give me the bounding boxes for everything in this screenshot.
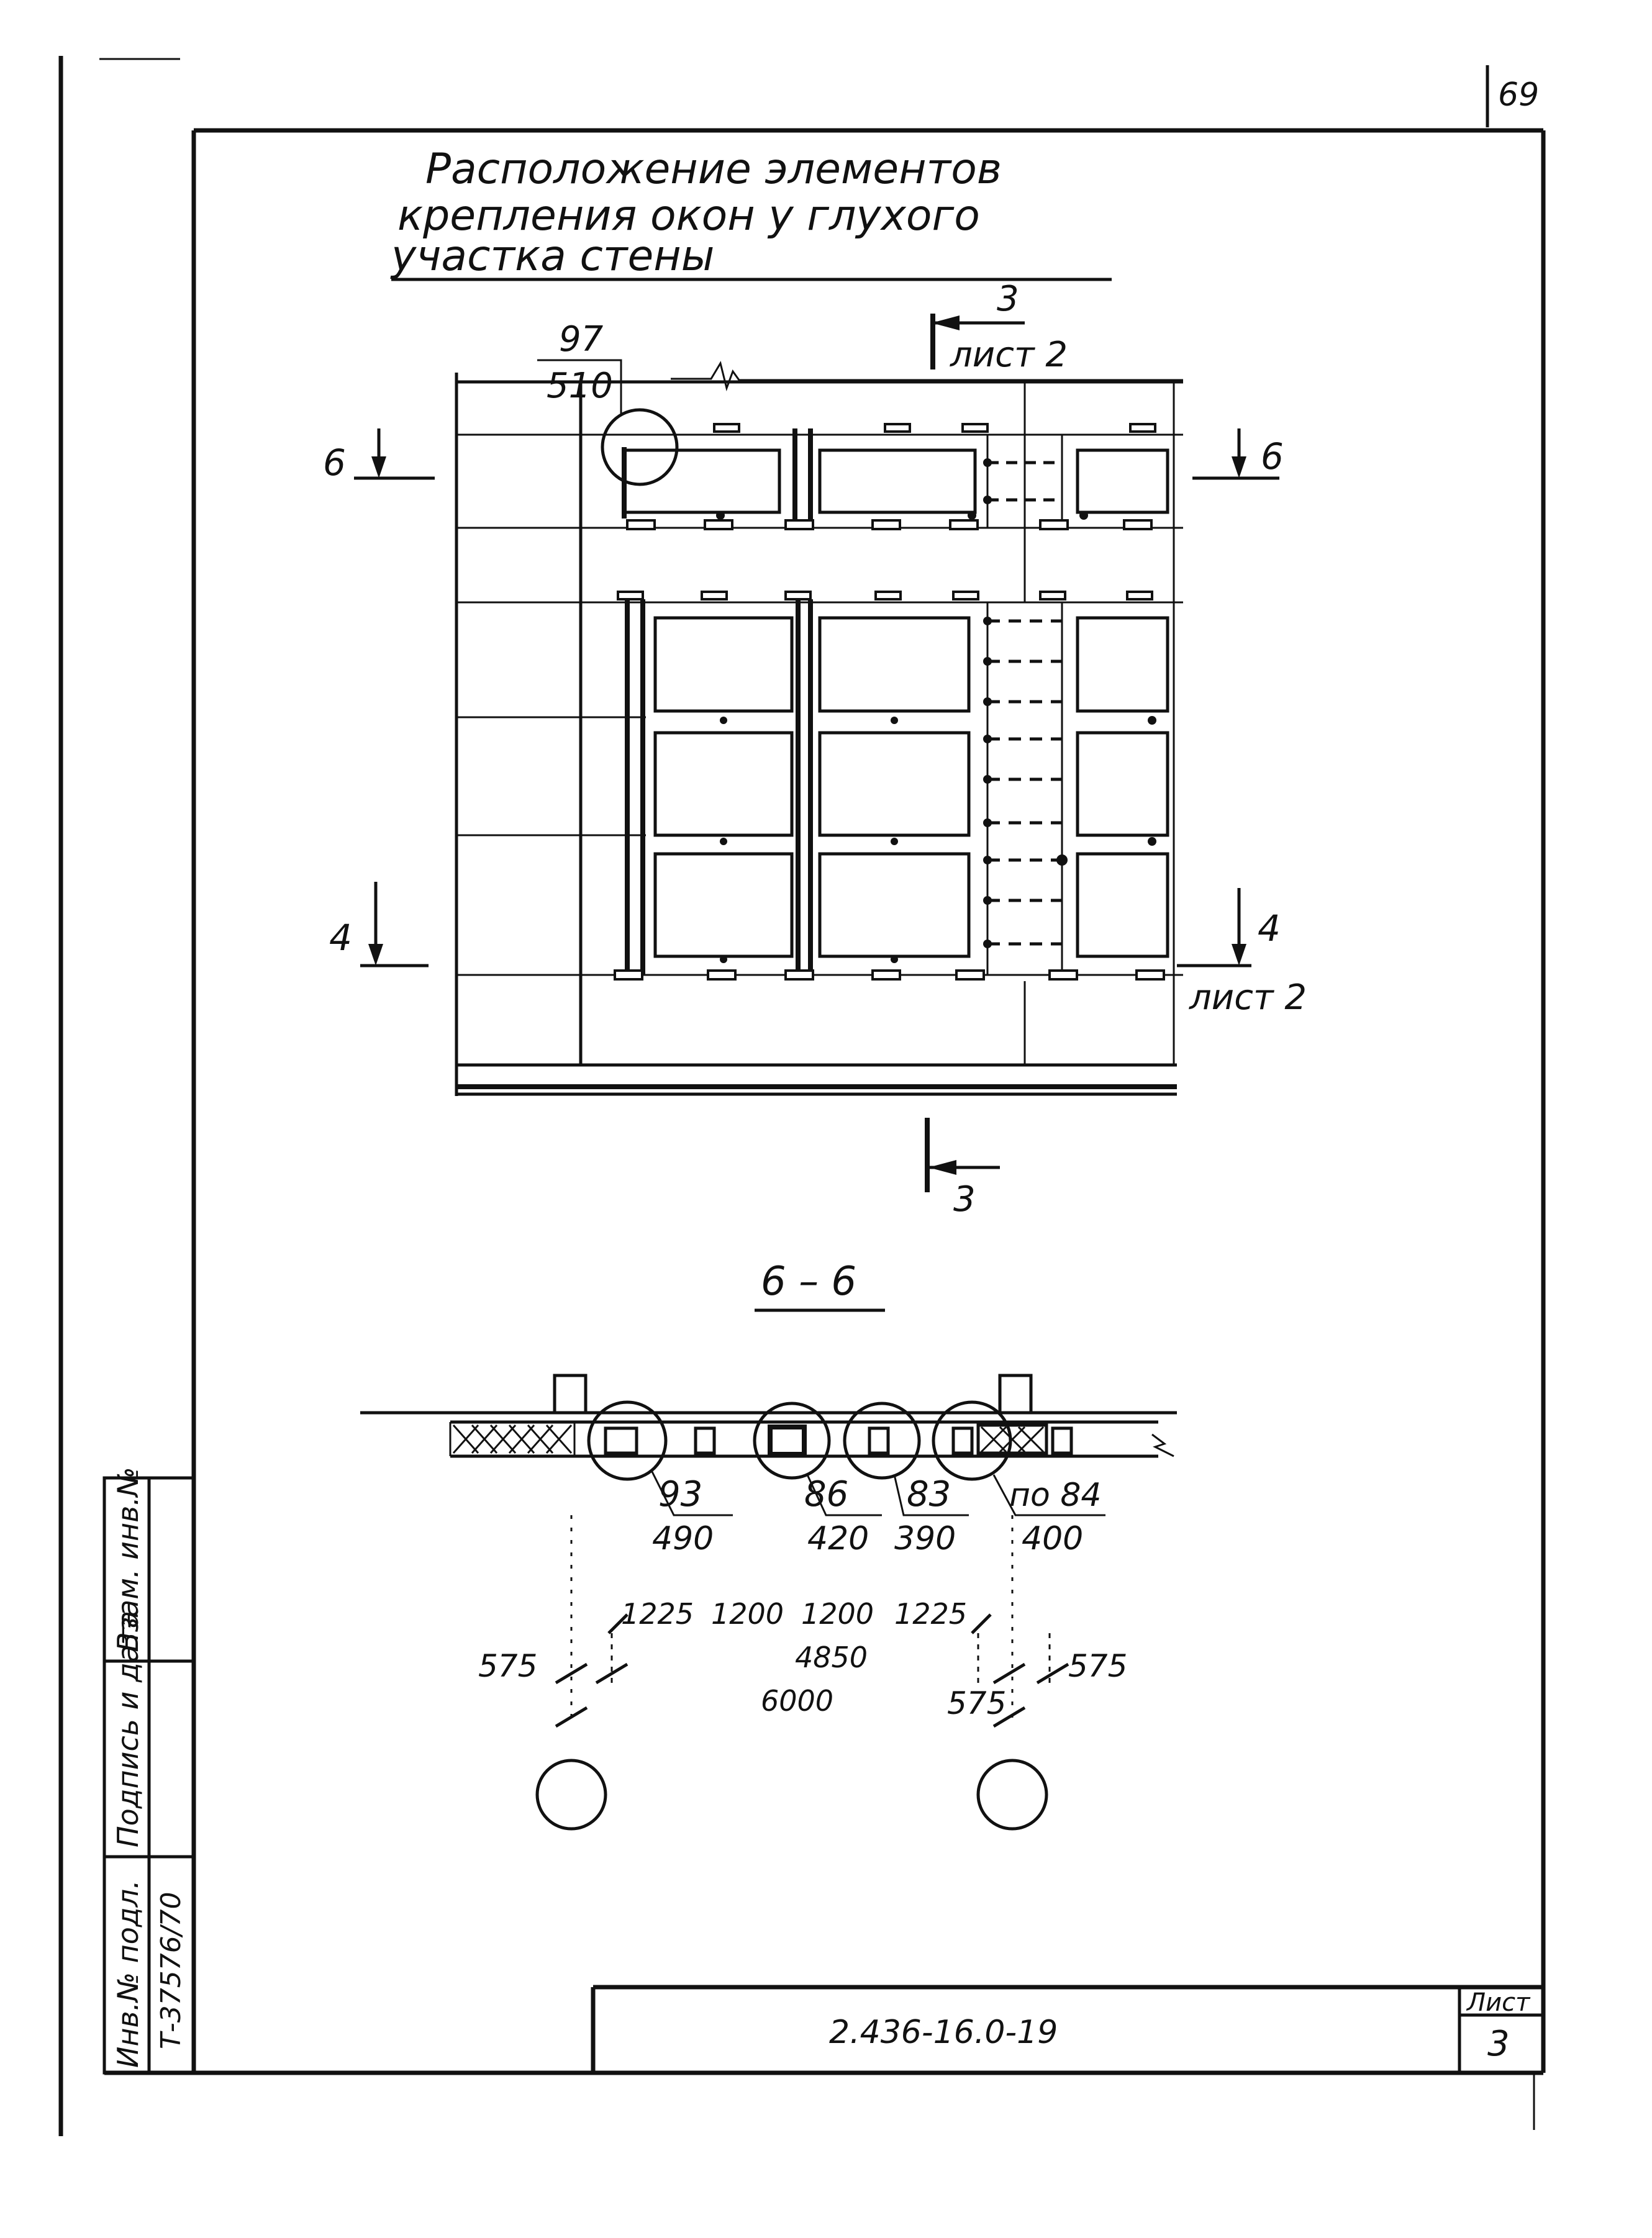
upper-window-row: [622, 428, 1169, 528]
callout-97-top: 97: [559, 319, 604, 360]
section-3-top-label: 3: [997, 279, 1019, 319]
designation: 2.436-16.0-19: [829, 2014, 1058, 2051]
section-3-top-marker: 3 лист 2: [930, 279, 1068, 375]
callout-93-bottom: 490: [652, 1520, 714, 1557]
callout-97: 97 510: [537, 319, 679, 486]
anchor-plates: [614, 423, 1165, 981]
section-callouts: 93 490 86 420 83 390 по 84 400: [587, 1400, 1105, 1557]
dimension-chain: 1225 1200 1200 1225 575 4850 6000 575 57…: [478, 1515, 1127, 1728]
insulation-hatch-left: [452, 1425, 573, 1454]
dim-575-left: 575: [478, 1648, 537, 1684]
section-3-top-sheet: лист 2: [950, 335, 1068, 375]
section-6-markers: 6 6: [323, 428, 1284, 484]
stamp-replacement-inv: Взам. инв.№: [111, 1467, 145, 1652]
title-block: 2.436-16.0-19 Лист 3: [591, 1985, 1543, 2073]
dim-1225-right: 1225: [894, 1597, 967, 1631]
sheet-frame: [58, 56, 1546, 2136]
dim-1225-left: 1225: [621, 1597, 694, 1631]
corner-page-number: 69: [1498, 76, 1539, 114]
stamp-signature-date: Подпись и дата: [111, 1611, 145, 1847]
section-3-bottom-label: 3: [953, 1179, 976, 1220]
dim-575-right-a: 575: [1068, 1648, 1127, 1684]
dim-4850: 4850: [795, 1641, 868, 1674]
dim-6000: 6000: [761, 1684, 833, 1718]
callout-83-bottom: 390: [894, 1520, 956, 1557]
stamp-inv-no-original: Инв.№ подл.: [111, 1880, 145, 2068]
section-6-6-title: 6 – 6: [761, 1259, 856, 1305]
section-4-right-label: 4: [1258, 907, 1281, 949]
callout-93-top: 93: [658, 1474, 702, 1515]
sheet-label: Лист: [1466, 1988, 1531, 2017]
section-6-right-label: 6: [1261, 435, 1284, 478]
dim-575-right-b: 575: [947, 1685, 1006, 1721]
plan-view: 97 510 3 лист 2 3 6 6: [323, 279, 1307, 1220]
section-3-bottom-marker: 3: [925, 1118, 1000, 1220]
drawing-title: Расположение элементов крепления окон у …: [390, 145, 1112, 281]
dim-1200-a: 1200: [711, 1597, 784, 1631]
insulation-hatch-right: [976, 1423, 1048, 1455]
section-4-markers: 4 4: [329, 882, 1281, 967]
callout-86-top: 86: [804, 1474, 848, 1515]
column-circle-left: [535, 1759, 607, 1831]
side-stamp: Взам. инв.№ Подпись и дата Инв.№ подл. Т…: [102, 1467, 196, 2075]
callout-97-bottom: 510: [547, 366, 613, 406]
title-line-2: крепления окон у глухого: [397, 191, 980, 240]
column-circle-right: [976, 1759, 1048, 1831]
callout-84-top: по 84: [1009, 1477, 1102, 1514]
section-6-left-label: 6: [323, 442, 346, 484]
callout-84-bottom: 400: [1022, 1520, 1083, 1557]
bolt-dots: [716, 458, 1156, 963]
lower-window-grid: [625, 599, 1169, 975]
callout-86-bottom: 420: [807, 1520, 869, 1557]
section-4-left-label: 4: [329, 917, 352, 959]
section-6-6: 6 – 6: [360, 1259, 1177, 1831]
plan-sheet-ref-bottom: лист 2: [1189, 977, 1307, 1018]
stamp-inv-value: Т-37576/70: [155, 1891, 187, 2049]
dim-1200-b: 1200: [801, 1597, 874, 1631]
title-line-1: Расположение элементов: [425, 145, 1002, 194]
title-line-3: участка стены: [390, 232, 714, 281]
sheet-number: 3: [1487, 2024, 1510, 2064]
callout-83-top: 83: [907, 1474, 951, 1515]
